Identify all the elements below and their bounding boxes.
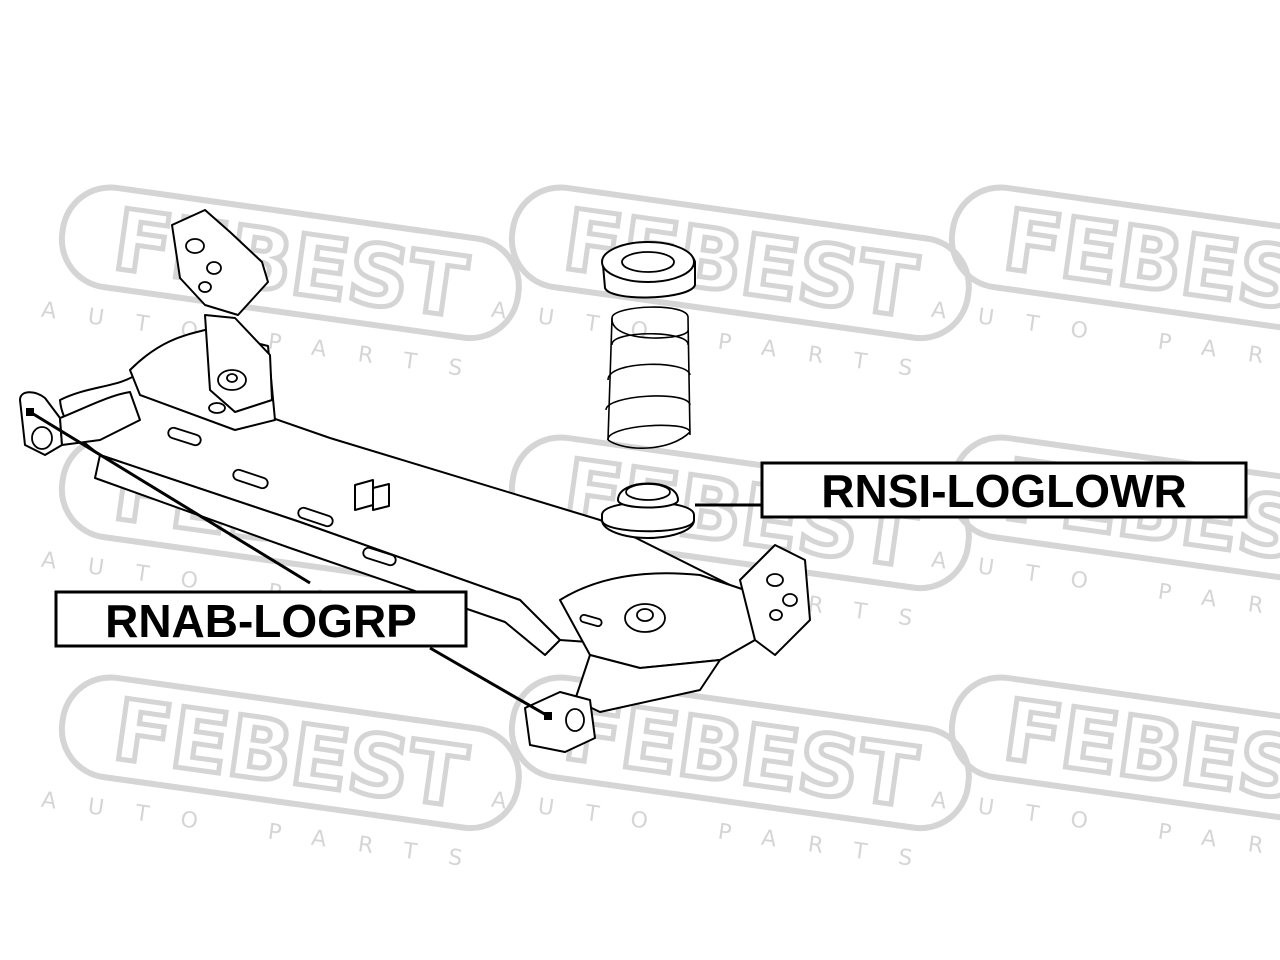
leader-line-axle-bushing-left [29, 410, 311, 585]
leader-line-axle-bushing-right [429, 646, 549, 718]
leader-dot-right [544, 712, 552, 720]
leader-dot-left [26, 408, 34, 416]
label-spring-insulator: RNSI-LOGLOWR [760, 461, 1248, 519]
part-number-axle-bushing: RNAB-LOGRP [105, 595, 417, 647]
part-number-spring-insulator: RNSI-LOGLOWR [821, 465, 1186, 517]
coil-spring [605, 306, 691, 449]
leader-lines [26, 408, 762, 720]
rear-axle-beam [19, 209, 811, 753]
spring-assembly [601, 241, 696, 539]
label-axle-bushing: RNAB-LOGRP [54, 590, 468, 648]
lower-spring-insulator [601, 482, 695, 539]
